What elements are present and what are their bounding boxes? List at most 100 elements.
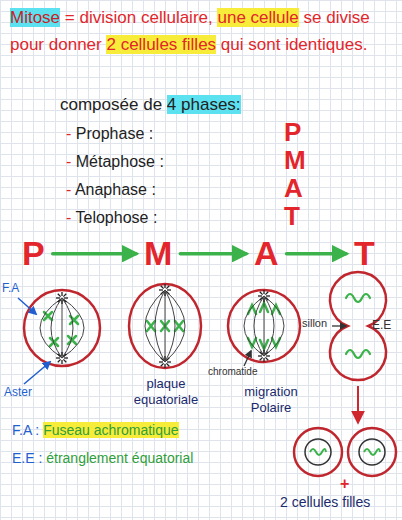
text-run: - [66, 209, 71, 226]
aster-ray [56, 297, 60, 298]
phase-node: P [18, 234, 49, 273]
aster-ray [61, 360, 62, 364]
text-run: : [151, 181, 155, 198]
phase-letter: M [284, 144, 306, 177]
aster-ray [167, 361, 171, 362]
aster-ray [263, 290, 264, 294]
phase-node: A [250, 234, 283, 273]
spindle-fiber [254, 296, 264, 356]
spindle-fiber [51, 298, 62, 358]
spindle-fiber [264, 296, 284, 356]
subtitle: composée de 4 phases: [60, 94, 241, 115]
aster-ray [63, 354, 66, 357]
phase-letter: T [354, 235, 375, 272]
aster-ray [265, 292, 268, 295]
aster-ray [56, 357, 60, 358]
aster-ray [258, 355, 262, 356]
text-run: E.E [12, 450, 35, 466]
text-run: filles [182, 35, 216, 54]
text-run [144, 125, 148, 142]
prophase-cell [24, 290, 100, 366]
text-run [246, 8, 251, 27]
text-run [138, 95, 143, 114]
text-run [75, 8, 80, 27]
daughter-cell [364, 449, 380, 455]
aster-ray [161, 358, 164, 361]
stage-caption: plaque equatoriale [126, 376, 206, 409]
spindle-fiber [155, 290, 165, 362]
part-label: Aster [4, 385, 32, 400]
aster-ray [159, 289, 163, 290]
text-run: équatorial [132, 450, 194, 466]
part-label: sillon [302, 317, 327, 331]
chromatin [346, 294, 370, 358]
leader-line [244, 351, 251, 366]
text-run [299, 8, 304, 27]
phase-letter: T [284, 200, 300, 233]
text-run [60, 8, 65, 27]
spindle-fiber [244, 296, 264, 356]
spindle-fiber [40, 298, 62, 358]
aster-ray [260, 292, 263, 295]
leader-line [24, 362, 50, 384]
aster-ray [61, 352, 62, 356]
spindle-fiber [264, 296, 274, 356]
aster-ray [58, 359, 61, 362]
text-run: identiques. [285, 35, 367, 54]
aster-ray [63, 294, 66, 297]
aster-ray [266, 355, 270, 356]
text-run: - [66, 125, 71, 142]
text-run: Métaphose [76, 153, 155, 170]
text-run: Mitose [10, 8, 60, 27]
text-run [44, 35, 49, 54]
text-run: se [304, 8, 322, 27]
spindle-fiber [40, 290, 284, 362]
aster-ray [58, 294, 61, 297]
aster-ray [265, 297, 268, 300]
aster-ray [63, 359, 66, 362]
legend-entry: F.A : Fuseau achromatique [12, 422, 179, 440]
phase-item: - Telophose : [66, 208, 157, 228]
aster-ray [164, 356, 165, 360]
aster-ray [260, 352, 263, 355]
phase-node: M [140, 234, 176, 273]
daughter-cell [294, 428, 396, 476]
text-run: 4 [167, 95, 176, 114]
daughter-cell [348, 428, 396, 476]
text-run [148, 209, 152, 226]
text-run: : [153, 209, 157, 226]
text-run: - [66, 153, 71, 170]
phase-arrow [53, 252, 136, 256]
phase-node: T [350, 234, 379, 273]
prophase-cell [24, 290, 100, 366]
leader-line [332, 325, 346, 326]
text-run [216, 35, 221, 54]
aster-ray [166, 291, 169, 294]
aster-ray [263, 350, 264, 354]
aster-ray [166, 286, 169, 289]
aster-ray [260, 297, 263, 300]
aster-ray [61, 300, 62, 304]
text-run: achromatique [94, 422, 179, 438]
aster-ray [166, 358, 169, 361]
text-run: sont [248, 35, 280, 54]
daughter-cell [294, 428, 342, 476]
aster-ray [164, 292, 165, 296]
aster-ray [161, 291, 164, 294]
plus-sign: + [340, 474, 349, 494]
text-run: cellulaire, [141, 8, 213, 27]
text-run: - [66, 181, 71, 198]
spindle-fiber [62, 298, 84, 358]
text-run [71, 153, 75, 170]
part-label: F.A [2, 281, 19, 296]
text-run: phases: [181, 95, 241, 114]
text-run [321, 8, 326, 27]
text-run: division [79, 8, 136, 27]
text-run [116, 35, 121, 54]
aster-ray [260, 357, 263, 360]
phase-letter: P [22, 235, 45, 272]
text-run: une [217, 8, 245, 27]
phase-letter: M [144, 235, 172, 272]
